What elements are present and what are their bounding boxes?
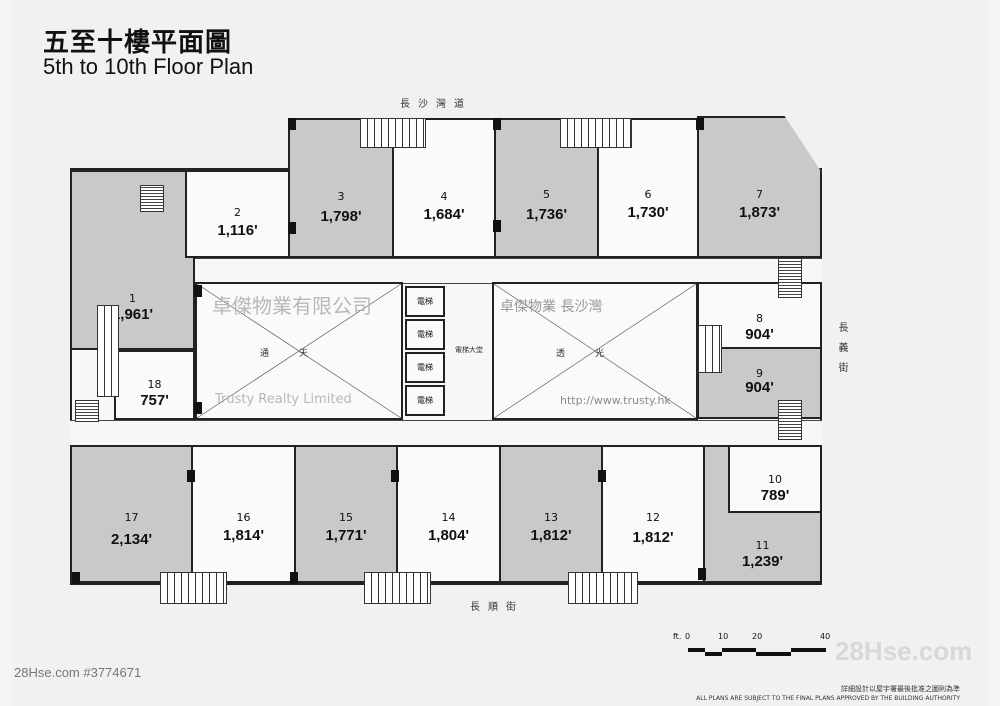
corridor-south [70, 420, 822, 447]
unit-number: 15 [339, 511, 353, 524]
column [187, 470, 195, 482]
column [288, 118, 296, 130]
column [288, 222, 296, 234]
unit-number: 10 [768, 473, 782, 486]
scale-tick: 20 [752, 632, 763, 641]
toilets [568, 572, 638, 604]
lift-lobby-label: 電梯大堂 [455, 346, 483, 354]
scale-tick: 10 [718, 632, 729, 641]
scale-tick: 40 [820, 632, 831, 641]
toilets [560, 118, 632, 148]
column [391, 470, 399, 482]
lift-4: 電梯 [405, 385, 445, 416]
void-label: 通天 [259, 348, 338, 359]
listing-id: 28Hse.com #3774671 [14, 665, 142, 680]
toilets [97, 305, 119, 397]
unit-area: 1,684' [423, 206, 465, 223]
lift-2: 電梯 [405, 319, 445, 350]
column [493, 118, 501, 130]
unit-number: 5 [543, 188, 550, 201]
unit-number: 12 [646, 511, 660, 524]
column [72, 572, 80, 584]
unit-number: 11 [755, 539, 770, 552]
unit-area: 1,873' [738, 204, 781, 221]
column [194, 402, 202, 414]
column [696, 118, 704, 130]
unit-number: 8 [756, 312, 763, 325]
staircase [778, 400, 802, 440]
unit-16[interactable]: 16 1,814' [191, 445, 296, 583]
unit-area: 2,134' [110, 531, 153, 548]
street-bottom: 長順街 [470, 602, 524, 613]
unit-number: 13 [544, 511, 558, 524]
unit-number: 6 [644, 188, 652, 201]
void-left: 通天 [195, 282, 403, 420]
toilets [160, 572, 227, 604]
toilets [360, 118, 426, 148]
unit-area: 1,804' [427, 527, 470, 544]
street-right: 長義街 [836, 322, 847, 382]
unit-area: 1,798' [320, 208, 362, 225]
lift-3: 電梯 [405, 352, 445, 383]
note-english: ALL PLANS ARE SUBJECT TO THE FINAL PLANS… [696, 695, 960, 702]
scale-unit: ft. [673, 632, 682, 641]
unit-area: 757' [140, 392, 169, 409]
unit-15[interactable]: 15 1,771' [294, 445, 398, 583]
unit-number: 9 [756, 367, 763, 380]
28hse-watermark-logo: 28Hse.com [835, 636, 973, 666]
note-chinese: 詳細設計以屋宇署最後批准之圖則為準 [841, 685, 960, 693]
unit-12[interactable]: 12 1,812' [601, 445, 705, 583]
unit-number: 14 [441, 511, 456, 524]
unit-number: 2 [234, 206, 241, 219]
unit-14[interactable]: 14 1,804' [396, 445, 501, 583]
toilets [698, 325, 722, 373]
unit-number: 1 [129, 292, 136, 305]
unit-area: 1,812' [632, 529, 674, 546]
unit-13[interactable]: 13 1,812' [499, 445, 603, 583]
unit-area: 1,116' [217, 222, 258, 239]
unit-number: 17 [124, 511, 139, 524]
staircase [140, 185, 164, 212]
staircase [778, 258, 802, 298]
toilets [364, 572, 431, 604]
column [194, 285, 202, 297]
column [698, 568, 706, 580]
unit-area: 1,812' [530, 527, 572, 544]
void-right: 透光 [492, 282, 698, 420]
void-label: 透光 [555, 348, 634, 359]
unit-area: 1,771' [325, 527, 367, 544]
column [598, 470, 606, 482]
lift-1: 電梯 [405, 286, 445, 317]
unit-area: 1,814' [222, 527, 265, 544]
unit-area: 904' [745, 326, 774, 343]
unit-number: 4 [440, 190, 448, 203]
corridor-north [160, 258, 822, 284]
unit-area: 1,961' [111, 306, 154, 323]
unit-17[interactable]: 17 2,134' [70, 445, 193, 583]
street-top: 長沙灣道 [400, 99, 472, 110]
unit-2[interactable]: 2 1,116' [185, 170, 290, 258]
staircase [75, 400, 99, 422]
column [290, 572, 298, 584]
unit-number: 7 [756, 188, 763, 201]
title-chinese: 五至十樓平面圖 [43, 28, 233, 58]
unit-area: 1,730' [627, 204, 669, 221]
title-english: 5th to 10th Floor Plan [43, 54, 254, 79]
scale-tick: 0 [685, 632, 691, 641]
column [493, 220, 501, 232]
unit-area: 1,239' [741, 553, 784, 570]
unit-number: 18 [147, 378, 162, 391]
unit-area: 789' [760, 487, 790, 504]
unit-area: 904' [745, 379, 774, 396]
unit-number: 16 [236, 511, 251, 524]
unit-area: 1,736' [525, 206, 568, 223]
unit-number: 3 [337, 190, 345, 203]
